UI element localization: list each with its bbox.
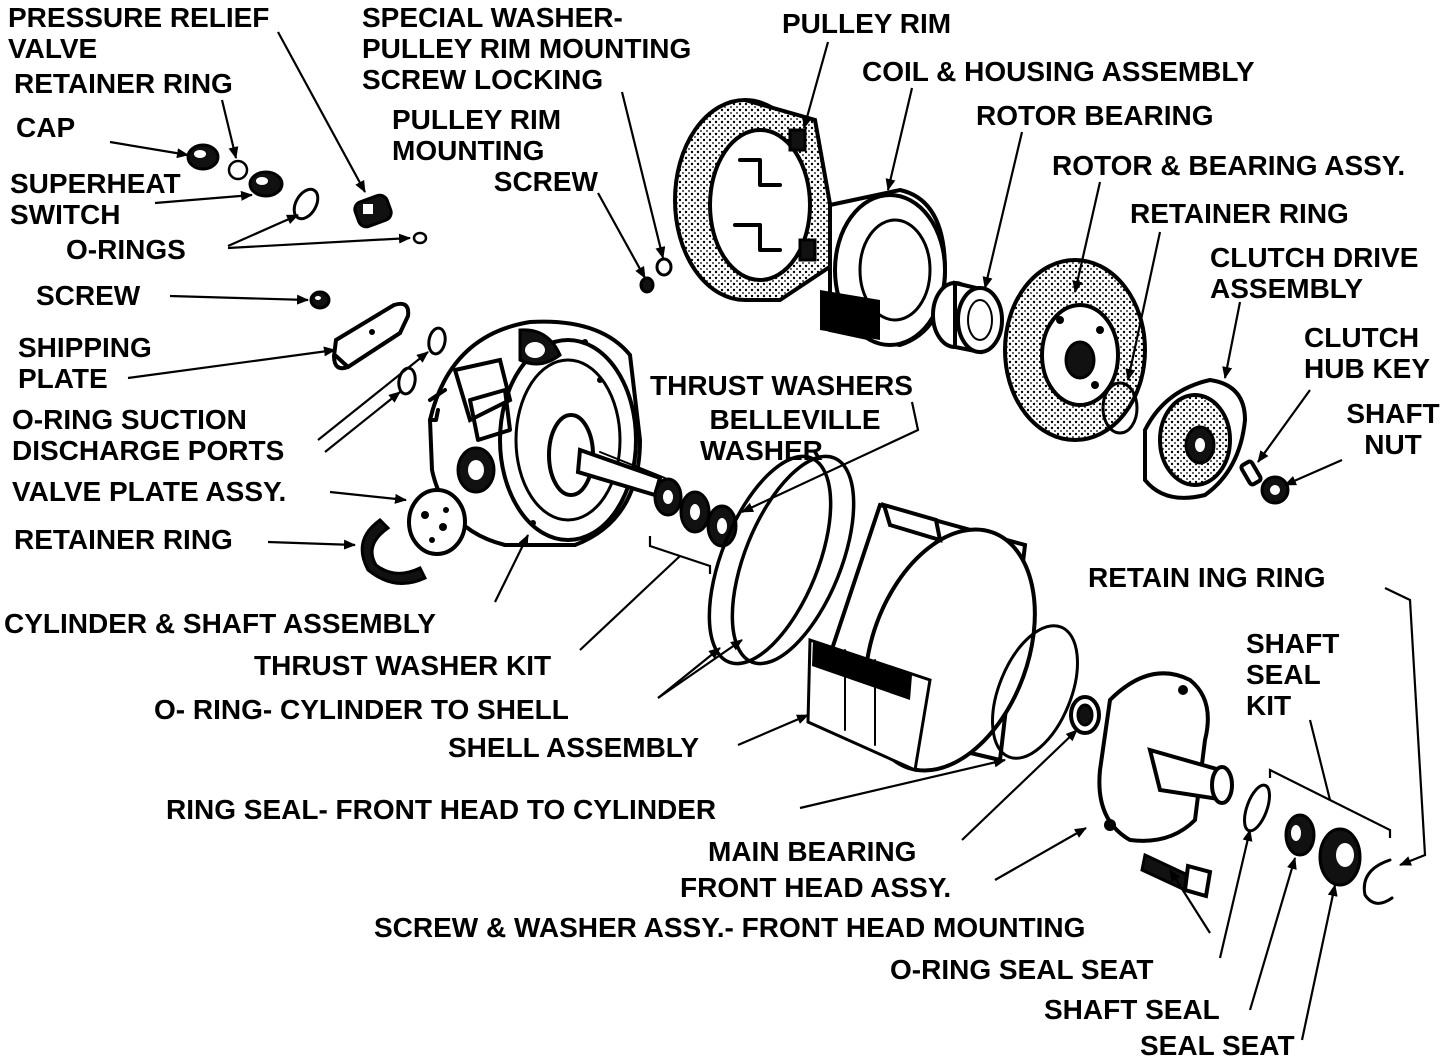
o-ring-cylinder-shell-part-1 xyxy=(707,454,833,666)
shaft-seal-part xyxy=(1284,813,1316,857)
label-special-washer-line1: SPECIAL WASHER- xyxy=(362,2,623,33)
label-special-washer-line2: PULLEY RIM MOUNTING xyxy=(362,33,692,64)
label-screw: SCREW xyxy=(36,280,141,311)
label-pulley-rim-mounting-screw-line2: MOUNTING xyxy=(392,135,545,166)
special-washer-part xyxy=(655,257,673,277)
screw-part xyxy=(309,290,331,310)
label-shipping-plate-line2: PLATE xyxy=(18,363,108,394)
superheat-switch-part xyxy=(248,170,284,198)
cylinder-shaft-assembly-part xyxy=(427,319,666,547)
label-rotor-bearing: ROTOR BEARING xyxy=(976,100,1214,131)
label-shaft-seal-kit-line1: SHAFT xyxy=(1246,628,1340,659)
rotor-bearing-part xyxy=(931,280,1004,355)
o-ring-part-2 xyxy=(412,231,428,245)
label-pulley-rim: PULLEY RIM xyxy=(782,8,952,39)
o-ring-cylinder-shell-part-2 xyxy=(730,454,856,666)
label-retainer-ring-left: RETAINER RING xyxy=(14,524,233,555)
retainer-ring-left-part xyxy=(360,518,428,585)
retaining-ring-part xyxy=(1362,858,1394,905)
label-pulley-rim-mounting-screw: PULLEY RIM MOUNTING SCREW xyxy=(392,104,598,197)
shipping-plate-part xyxy=(331,301,411,371)
pulley-rim-screw-part xyxy=(639,276,655,294)
label-o-ring-suction-line1: O-RING SUCTION xyxy=(12,404,247,435)
label-o-ring-seal-seat: O-RING SEAL SEAT xyxy=(890,954,1154,985)
label-cylinder-shaft-assembly: CYLINDER & SHAFT ASSEMBLY xyxy=(4,608,436,639)
label-retaining-ring: RETAIN ING RING xyxy=(1088,562,1326,593)
label-clutch-drive-assembly: CLUTCH DRIVE ASSEMBLY xyxy=(1210,242,1418,304)
label-o-ring-cylinder-shell: O- RING- CYLINDER TO SHELL xyxy=(154,694,569,725)
label-belleville-washer-line1: BELLEVILLE xyxy=(709,404,881,435)
thrust-washer-kit-bracket xyxy=(648,536,712,574)
label-shaft-seal-kit-line2: SEAL xyxy=(1246,659,1321,690)
label-shaft-seal-kit-line3: KIT xyxy=(1246,690,1292,721)
label-o-rings: O-RINGS xyxy=(66,234,186,265)
screw-washer-part xyxy=(1140,852,1213,899)
main-bearing-part xyxy=(1069,695,1101,735)
label-coil-housing-assembly: COIL & HOUSING ASSEMBLY xyxy=(862,56,1255,87)
seal-seat-part xyxy=(1318,827,1362,887)
label-shaft-seal: SHAFT SEAL xyxy=(1044,994,1220,1025)
label-retainer-ring-right: RETAINER RING xyxy=(1130,198,1349,229)
label-rotor-bearing-assy: ROTOR & BEARING ASSY. xyxy=(1052,150,1406,181)
leader-lines xyxy=(109,31,1427,1041)
label-shaft-nut: SHAFT NUT xyxy=(1338,398,1448,460)
ring-seal-part xyxy=(991,624,1079,760)
label-belleville-washer: BELLEVILLE WASHER xyxy=(700,404,890,466)
pulley-rim-part xyxy=(673,98,843,302)
label-valve-plate-assy: VALVE PLATE ASSY. xyxy=(12,476,287,507)
label-ring-seal: RING SEAL- FRONT HEAD TO CYLINDER xyxy=(166,794,717,825)
shaft-nut-part xyxy=(1260,475,1290,505)
retainer-ring-small-part xyxy=(227,159,249,181)
label-pressure-relief-valve-line2: VALVE xyxy=(8,33,98,64)
label-clutch-drive-assembly-line1: CLUTCH DRIVE xyxy=(1210,242,1419,273)
label-clutch-drive-assembly-line2: ASSEMBLY xyxy=(1210,273,1364,304)
label-pulley-rim-mounting-screw-line1: PULLEY RIM xyxy=(392,104,562,135)
label-superheat-switch: SUPERHEAT SWITCH xyxy=(10,168,181,230)
valve-plate-part xyxy=(407,488,467,556)
label-o-ring-suction-line2: DISCHARGE PORTS xyxy=(12,435,285,466)
o-ring-seal-seat-part xyxy=(1243,783,1271,833)
label-shaft-nut-line2: NUT xyxy=(1364,429,1422,460)
rotor-bearing-assy-part xyxy=(1003,258,1147,442)
label-o-ring-suction: O-RING SUCTION DISCHARGE PORTS xyxy=(12,404,284,466)
label-superheat-switch-line1: SUPERHEAT xyxy=(10,168,181,199)
label-shell-assembly: SHELL ASSEMBLY xyxy=(448,732,700,763)
label-pressure-relief-valve: PRESSURE RELIEF VALVE xyxy=(8,2,269,64)
label-belleville-washer-line2: WASHER xyxy=(700,435,823,466)
retainer-ring-right-part xyxy=(1101,381,1139,435)
label-clutch-hub-key: CLUTCH HUB KEY xyxy=(1304,322,1430,384)
label-special-washer-line3: SCREW LOCKING xyxy=(362,64,604,95)
label-clutch-hub-key-line1: CLUTCH xyxy=(1304,322,1420,353)
label-screw-washer-assy: SCREW & WASHER ASSY.- FRONT HEAD MOUNTIN… xyxy=(374,912,1086,943)
clutch-hub-key-part xyxy=(1239,459,1263,487)
label-clutch-hub-key-line2: HUB KEY xyxy=(1304,353,1431,384)
o-ring-suction-part-2 xyxy=(397,366,417,396)
label-shipping-plate-line1: SHIPPING xyxy=(18,332,152,363)
thrust-washers-part xyxy=(653,477,738,548)
label-shaft-nut-line1: SHAFT xyxy=(1346,398,1440,429)
cap-part xyxy=(186,143,220,171)
label-special-washer: SPECIAL WASHER- PULLEY RIM MOUNTING SCRE… xyxy=(362,2,691,95)
label-retainer-ring-top: RETAINER RING xyxy=(14,68,233,99)
label-shipping-plate: SHIPPING PLATE xyxy=(18,332,152,394)
label-front-head-assy: FRONT HEAD ASSY. xyxy=(680,872,952,903)
label-thrust-washer-kit: THRUST WASHER KIT xyxy=(254,650,552,681)
label-pressure-relief-valve-line1: PRESSURE RELIEF xyxy=(8,2,270,33)
front-head-part xyxy=(1097,671,1234,843)
label-pulley-rim-mounting-screw-line3: SCREW xyxy=(493,166,598,197)
label-superheat-switch-line2: SWITCH xyxy=(10,199,121,230)
coil-housing-part xyxy=(820,187,948,348)
label-cap: CAP xyxy=(16,112,76,143)
clutch-drive-part xyxy=(1143,377,1248,500)
label-thrust-washers: THRUST WASHERS xyxy=(650,370,913,401)
pressure-relief-valve-part xyxy=(353,193,393,229)
label-shaft-seal-kit: SHAFT SEAL KIT xyxy=(1246,628,1339,721)
o-ring-suction-part-1 xyxy=(427,326,447,356)
label-main-bearing: MAIN BEARING xyxy=(708,836,917,867)
label-seal-seat: SEAL SEAT xyxy=(1140,1030,1295,1061)
shell-assembly-part xyxy=(806,502,1037,773)
